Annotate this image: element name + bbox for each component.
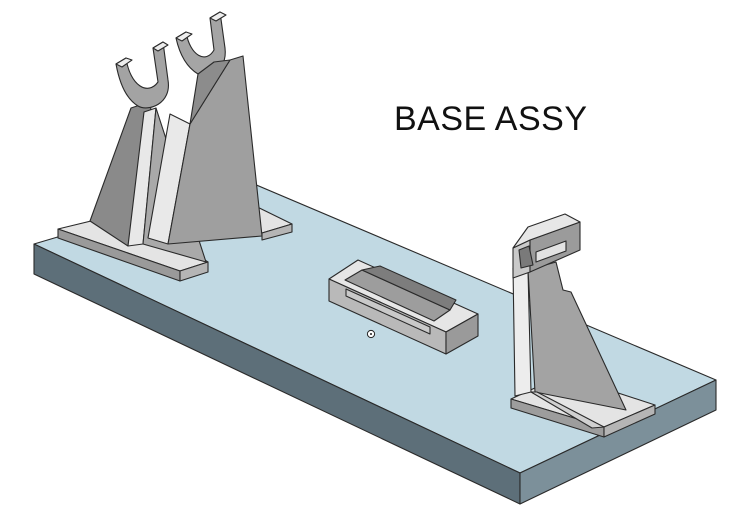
clip-stand — [510, 213, 656, 438]
u-notch-stand-right — [147, 11, 293, 245]
channel-block — [328, 259, 479, 355]
page-title: BASE ASSY — [394, 100, 588, 138]
origin-marker — [366, 329, 376, 339]
